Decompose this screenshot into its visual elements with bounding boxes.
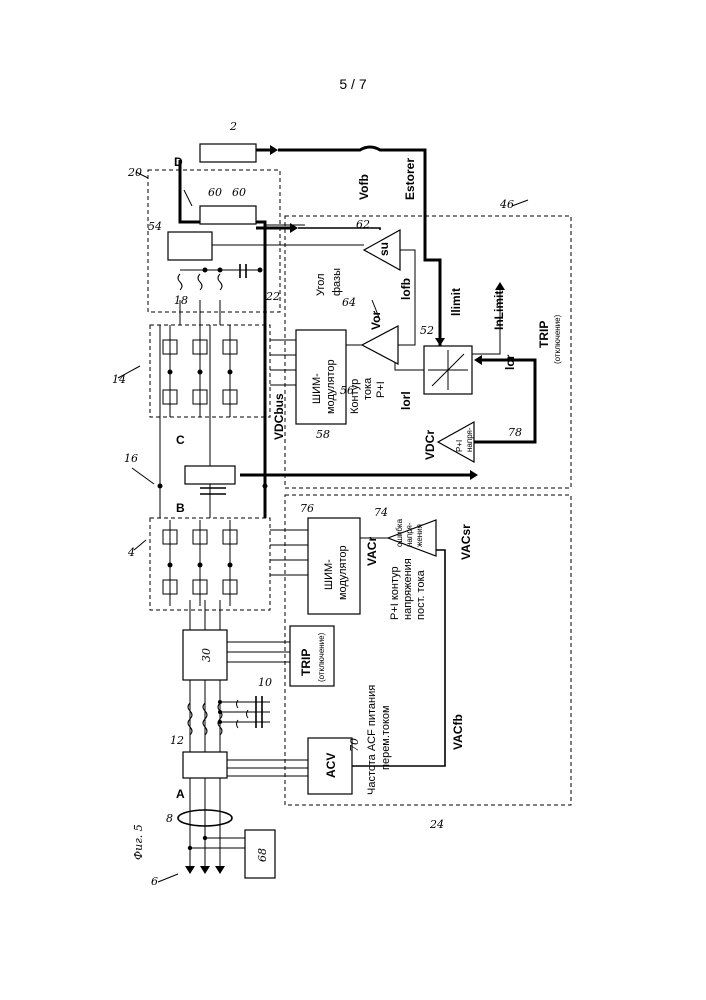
- lorl-label: lorl: [399, 391, 413, 410]
- freq-label-2: перем.током: [380, 705, 392, 770]
- vofb-label: Vofb: [357, 174, 371, 200]
- freq-label-1: Частота ACF питания: [366, 685, 378, 795]
- vacr-label: VACr: [365, 537, 379, 566]
- ref-18: 18: [174, 294, 188, 307]
- ref-20: 20: [127, 166, 142, 179]
- phase-1: Угол: [315, 273, 327, 296]
- sensor-54: [168, 232, 212, 260]
- lor-label: lor: [503, 354, 517, 370]
- trip-right-sub: (отключение): [553, 314, 562, 364]
- ref-64: 64: [342, 296, 356, 309]
- ref-24: 24: [429, 818, 444, 831]
- err-2: напря-: [405, 522, 414, 547]
- breaker-box: [183, 752, 227, 778]
- node-d: D: [174, 155, 183, 169]
- source-terminal-1: [185, 866, 195, 874]
- lofb-label: lofb: [399, 278, 413, 300]
- phase-2: фазы: [331, 268, 343, 296]
- vor-label: Vor: [369, 311, 383, 330]
- loop-2: тока: [362, 377, 374, 400]
- arrow-4: [134, 540, 146, 550]
- converter-4-switches: [163, 520, 237, 606]
- vacsr-label: VACsr: [459, 524, 473, 560]
- pwm-right-label-1: ШИМ-: [311, 373, 323, 404]
- su-label: su: [377, 242, 391, 256]
- node-b: B: [176, 501, 185, 515]
- acv-label: ACV: [324, 753, 338, 778]
- ref-60-a: 60: [208, 186, 222, 199]
- ref-52: 52: [420, 324, 434, 337]
- converter-14-switches: [163, 325, 237, 417]
- ref-6: 6: [151, 875, 158, 888]
- ref-10: 10: [258, 676, 272, 689]
- ref-30: 30: [200, 648, 213, 662]
- vdcbus-label: VDCbus: [272, 393, 286, 440]
- ref-76: 76: [300, 502, 314, 515]
- ref-78: 78: [508, 426, 522, 439]
- err-1: ошибка: [395, 518, 404, 547]
- vdcr-label: VDCr: [423, 430, 437, 460]
- ref-2: 2: [229, 120, 237, 133]
- source-terminal-3: [215, 866, 225, 874]
- ref-70: 70: [348, 738, 361, 752]
- ref-16: 16: [124, 452, 138, 465]
- vacfb-label: VACfb: [451, 714, 465, 750]
- pwm-left-label-1: ШИМ-: [323, 559, 335, 590]
- trip-right-label: TRIP: [537, 321, 551, 348]
- ref-54: 54: [148, 220, 162, 233]
- vdc-sensor: [185, 466, 235, 484]
- source-terminal-2: [200, 866, 210, 874]
- ref-74: 74: [374, 506, 388, 519]
- pwm-right-label-2: модулятор: [325, 359, 337, 414]
- pi-dc-1: P+I контур: [389, 566, 401, 620]
- ref-62: 62: [356, 218, 370, 231]
- inductor-18: [178, 274, 222, 290]
- pi-dc-3: пост. тока: [415, 569, 427, 620]
- ref-46: 46: [499, 198, 514, 211]
- trip-left-sub: (отключение): [317, 632, 326, 682]
- ref-4: 4: [127, 546, 135, 559]
- inlimit-label: InLimit: [492, 291, 506, 330]
- storage-2: [200, 144, 256, 162]
- loop-3: P+I: [375, 381, 387, 398]
- current-loop-amp: [362, 326, 398, 364]
- storage-60: [200, 206, 256, 224]
- node-a: A: [176, 787, 185, 801]
- node-c: C: [176, 433, 185, 447]
- llimit-label: llimit: [449, 288, 463, 316]
- ref-68: 68: [256, 848, 269, 862]
- err-3: жения: [415, 524, 424, 547]
- arrow-6: [158, 874, 178, 882]
- estorer-label: Estorer: [403, 158, 417, 200]
- pi-dc-2: напряжения: [402, 558, 414, 620]
- pi-v-sub1: напря-: [465, 427, 474, 452]
- ref-60-b: 60: [232, 186, 246, 199]
- pi-v-label: P+I: [455, 440, 464, 452]
- ref-22: 22: [265, 290, 280, 303]
- figure-caption: Фиг. 5: [132, 824, 145, 860]
- ref-8: 8: [166, 812, 173, 825]
- trip-left-label: TRIP: [299, 649, 313, 676]
- filter-10-inductors: [237, 700, 249, 728]
- ref-12: 12: [170, 734, 184, 747]
- loop-1: Контур: [349, 379, 361, 414]
- switch-60: [184, 190, 192, 206]
- pwm-left-label-2: модулятор: [337, 545, 349, 600]
- pi-out-line: [474, 360, 535, 442]
- ref-58: 58: [316, 428, 330, 441]
